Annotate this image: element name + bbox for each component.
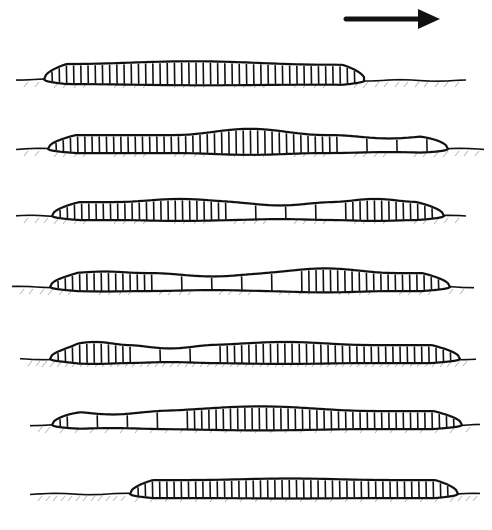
worm-body xyxy=(48,129,448,155)
worm-body xyxy=(52,406,462,430)
stage-4 xyxy=(12,268,474,295)
right-arrow-icon xyxy=(346,9,440,29)
stage-3 xyxy=(16,199,466,224)
stage-5 xyxy=(20,342,476,367)
worm-stages xyxy=(12,61,484,502)
stage-6 xyxy=(30,406,480,433)
stage-7 xyxy=(30,479,480,503)
stage-1 xyxy=(16,61,466,88)
worm-body xyxy=(50,342,460,364)
worm-body xyxy=(50,268,450,292)
stage-2 xyxy=(16,129,484,157)
worm-body xyxy=(130,479,458,499)
